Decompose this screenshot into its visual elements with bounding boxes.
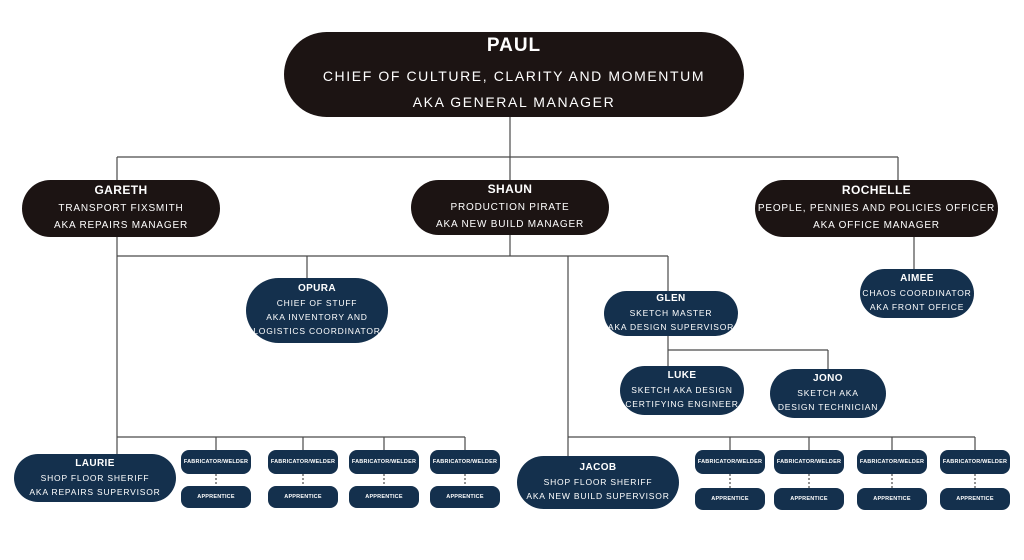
node-name: LUKE xyxy=(667,370,697,381)
node-paul: PAUL CHIEF OF CULTURE, CLARITY AND MOMENT… xyxy=(284,32,744,117)
node-title-line: LOGISTICS COORDINATOR xyxy=(253,326,381,336)
node-title-line: AKA INVENTORY AND xyxy=(266,312,368,322)
node-fw3: FABRICATOR/WELDER xyxy=(349,450,419,474)
node-title-line: AKA OFFICE MANAGER xyxy=(813,220,940,231)
node-name: FABRICATOR/WELDER xyxy=(859,459,925,465)
node-ap1: APPRENTICE xyxy=(181,486,251,508)
node-opura: OPURA CHIEF OF STUFF AKA INVENTORY AND LOGI… xyxy=(246,278,388,343)
node-title-line: SHOP FLOOR SHERIFF xyxy=(40,472,150,483)
node-fw5: FABRICATOR/WELDER xyxy=(695,450,765,474)
node-title-line: AKA REPAIRS MANAGER xyxy=(54,220,188,231)
node-title-line: AKA GENERAL MANAGER xyxy=(412,93,616,110)
node-fw8: FABRICATOR/WELDER xyxy=(940,450,1010,474)
node-name: GLEN xyxy=(656,293,686,304)
node-name: PAUL xyxy=(486,34,542,56)
node-ap8: APPRENTICE xyxy=(940,488,1010,510)
node-gareth: GARETH TRANSPORT FIXSMITH AKA REPAIRS MANA… xyxy=(22,180,220,237)
node-name: OPURA xyxy=(297,283,337,294)
node-name: FABRICATOR/WELDER xyxy=(942,459,1008,465)
node-title-line: PEOPLE, PENNIES AND POLICIES OFFICER xyxy=(757,203,996,214)
node-name: GARETH xyxy=(94,183,148,197)
node-name: FABRICATOR/WELDER xyxy=(183,459,249,465)
node-name: FABRICATOR/WELDER xyxy=(432,459,498,465)
node-title-line: AKA NEW BUILD SUPERVISOR xyxy=(526,491,670,501)
node-ap6: APPRENTICE xyxy=(774,488,844,510)
node-ap3: APPRENTICE xyxy=(349,486,419,508)
node-name: JACOB xyxy=(579,462,617,473)
node-title-line: CHIEF OF STUFF xyxy=(276,298,358,308)
node-name: FABRICATOR/WELDER xyxy=(776,459,842,465)
node-title-line: AKA REPAIRS SUPERVISOR xyxy=(29,486,161,497)
node-name: FABRICATOR/WELDER xyxy=(697,459,763,465)
node-title-line: AKA NEW BUILD MANAGER xyxy=(436,219,584,230)
node-title-line: SKETCH MASTER xyxy=(629,308,713,318)
node-name: ROCHELLE xyxy=(841,183,912,197)
node-fw1: FABRICATOR/WELDER xyxy=(181,450,251,474)
node-name: APPRENTICE xyxy=(284,494,322,500)
node-glen: GLEN SKETCH MASTER AKA DESIGN SUPERVISOR xyxy=(604,291,738,336)
node-name: LAURIE xyxy=(75,457,115,469)
node-fw4: FABRICATOR/WELDER xyxy=(430,450,500,474)
node-title-line: SKETCH AKA xyxy=(797,388,859,398)
node-luke: LUKE SKETCH AKA DESIGN CERTIFYING ENGINEER xyxy=(620,366,744,415)
node-title-line: AKA FRONT OFFICE xyxy=(869,302,965,312)
node-name: APPRENTICE xyxy=(446,494,484,500)
node-jacob: JACOB SHOP FLOOR SHERIFF AKA NEW BUILD SUP… xyxy=(517,456,679,509)
node-title-line: SHOP FLOOR SHERIFF xyxy=(543,477,653,487)
node-title-line: TRANSPORT FIXSMITH xyxy=(58,203,184,214)
node-name: APPRENTICE xyxy=(873,496,911,502)
node-title-line: CHIEF OF CULTURE, CLARITY AND MOMENTUM xyxy=(322,67,706,84)
node-title-line: DESIGN TECHNICIAN xyxy=(777,402,879,412)
node-name: JONO xyxy=(813,373,843,384)
node-fw6: FABRICATOR/WELDER xyxy=(774,450,844,474)
node-title-line: AKA DESIGN SUPERVISOR xyxy=(607,322,735,332)
node-title-line: PRODUCTION PIRATE xyxy=(450,202,570,213)
node-title-line: SKETCH AKA DESIGN xyxy=(631,385,733,395)
node-jono: JONO SKETCH AKA DESIGN TECHNICIAN xyxy=(770,369,886,418)
node-fw2: FABRICATOR/WELDER xyxy=(268,450,338,474)
node-name: APPRENTICE xyxy=(790,496,828,502)
node-name: AIMEE xyxy=(900,273,934,284)
node-name: APPRENTICE xyxy=(711,496,749,502)
node-ap2: APPRENTICE xyxy=(268,486,338,508)
node-rochelle: ROCHELLE PEOPLE, PENNIES AND POLICIES OFF… xyxy=(755,180,998,237)
node-name: APPRENTICE xyxy=(197,494,235,500)
node-name: FABRICATOR/WELDER xyxy=(351,459,417,465)
node-ap5: APPRENTICE xyxy=(695,488,765,510)
node-fw7: FABRICATOR/WELDER xyxy=(857,450,927,474)
node-title-line: CERTIFYING ENGINEER xyxy=(625,399,739,409)
node-title-line: CHAOS COORDINATOR xyxy=(862,288,972,298)
node-laurie: LAURIE SHOP FLOOR SHERIFF AKA REPAIRS SUPE… xyxy=(14,454,176,502)
node-name: APPRENTICE xyxy=(365,494,403,500)
node-aimee: AIMEE CHAOS COORDINATOR AKA FRONT OFFICE xyxy=(860,269,974,318)
node-shaun: SHAUN PRODUCTION PIRATE AKA NEW BUILD MANA… xyxy=(411,180,609,235)
node-name: FABRICATOR/WELDER xyxy=(270,459,336,465)
node-name: SHAUN xyxy=(487,182,533,196)
node-ap7: APPRENTICE xyxy=(857,488,927,510)
node-name: APPRENTICE xyxy=(956,496,994,502)
node-ap4: APPRENTICE xyxy=(430,486,500,508)
